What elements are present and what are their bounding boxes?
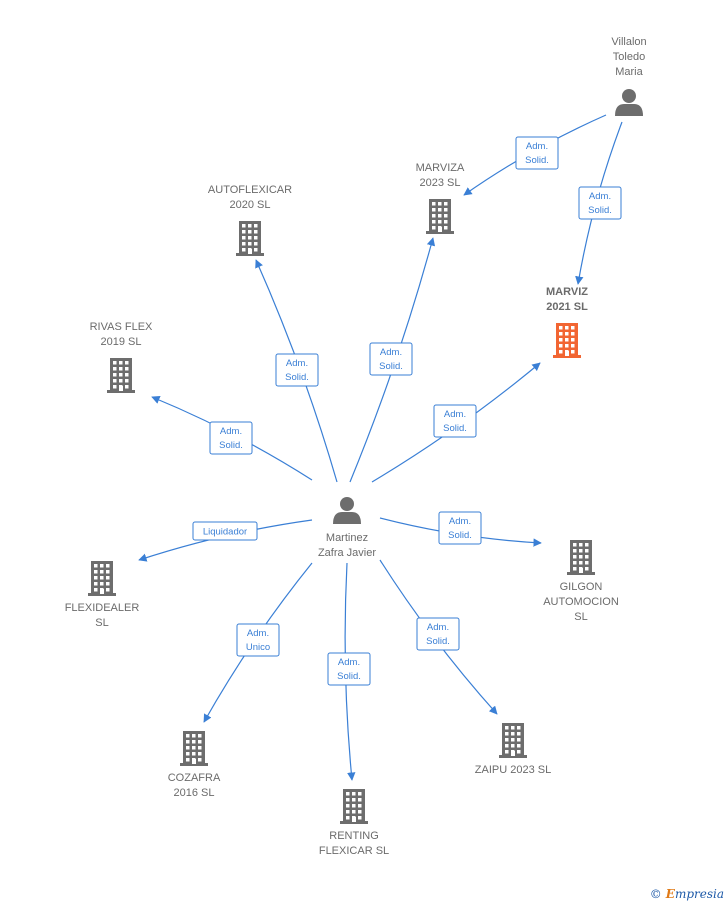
node-label-line: Zafra Javier [318,547,376,559]
node-cozafra[interactable]: COZAFRA 2016 SL [168,731,221,799]
building-icon [107,358,135,393]
edge-label-line: Adm. [444,409,466,420]
edge-martinez-marviza: Adm. Solid. [349,237,436,483]
node-label-line: 2023 SL [420,177,461,189]
edge-label-line: Adm. [338,657,360,668]
edge-label-box [192,521,258,541]
node-label-line: 2021 SL [546,301,588,313]
building-icon [426,199,454,234]
node-label-line: AUTOMOCION [543,596,619,608]
building-icon [236,221,264,256]
node-label-line: Martinez [326,532,368,544]
building-icon [180,731,208,766]
edge-label-line: Liquidador [203,527,247,538]
edge-label-box [275,353,319,387]
edge-martinez-gilgon: Adm. Solid. [379,511,542,547]
edge-label-line: Adm. [380,347,402,358]
edge-label-line: Solid. [285,372,309,383]
node-renting[interactable]: RENTING FLEXICAR SL [319,789,389,857]
edge-label-box [433,404,477,438]
edge-label-box [438,511,482,545]
edge-label-box [369,342,413,376]
edge-martinez-autoflexicar: Adm. Solid. [255,259,338,483]
node-marviz[interactable]: MARVIZ 2021 SL [546,286,588,358]
edge-label-line: Adm. [449,516,471,527]
edge-label-line: Solid. [379,361,403,372]
brand-initial: E [665,887,675,901]
edge-label-line: Solid. [426,636,450,647]
edge-label-line: Solid. [219,440,243,451]
edge-label-line: Adm. [589,191,611,202]
node-label-line: 2016 SL [174,787,215,799]
node-label-line: MARVIZA [416,162,465,174]
node-flexidealer[interactable]: FLEXIDEALER SL [65,561,140,629]
node-label-line: MARVIZ [546,286,588,298]
node-label-line: SL [574,611,587,623]
node-label-line: RIVAS FLEX [90,321,153,333]
person-icon [615,89,643,116]
node-marviza[interactable]: MARVIZA 2023 SL [416,162,465,234]
edge-label-line: Solid. [443,423,467,434]
node-label-line: FLEXICAR SL [319,845,389,857]
node-label-line: SL [95,617,108,629]
edge-label-box [416,617,460,651]
copyright-symbol: © [649,887,662,901]
node-label-line: Maria [615,66,643,78]
edge-label-box [578,186,622,220]
node-label-line: 2019 SL [101,336,142,348]
node-autoflexicar[interactable]: AUTOFLEXICAR 2020 SL [208,184,292,256]
node-label-line: Villalon [611,36,646,48]
edge-martinez-renting: Adm. Solid. [327,562,371,781]
edge-label-box [209,421,253,455]
edge-martinez-marviz: Adm. Solid. [371,362,541,483]
edge-label-line: Solid. [448,530,472,541]
node-label-line: Toledo [613,51,645,63]
edge-martinez-flexidealer: Liquidador [138,519,313,562]
building-icon [499,723,527,758]
building-icon [553,323,581,358]
edges-layer: Adm. Solid. Adm. Solid. Adm. Solid. Adm. Solid.… [138,114,623,781]
building-icon [567,540,595,575]
person-icon [333,497,361,524]
node-zaipu[interactable]: ZAIPU 2023 SL [475,723,551,776]
empresia-watermark: ©Empresia [650,887,724,901]
building-icon [340,789,368,824]
edge-label-line: Adm. [220,426,242,437]
node-label-line: ZAIPU 2023 SL [475,764,551,776]
edge-label-box [327,652,371,686]
building-icon [88,561,116,596]
edge-label-line: Solid. [337,671,361,682]
edge-label-line: Adm. [247,628,269,639]
edge-label-line: Solid. [525,155,549,166]
edge-label-box [515,136,559,170]
node-gilgon[interactable]: GILGON AUTOMOCION SL [543,540,619,623]
node-label-line: RENTING [329,830,379,842]
edge-villalon-marviza: Adm. Solid. [463,114,607,196]
node-label-line: COZAFRA [168,772,221,784]
edge-villalon-marviz: Adm. Solid. [575,121,623,285]
node-rivas[interactable]: RIVAS FLEX 2019 SL [90,321,153,393]
edge-label-line: Adm. [427,622,449,633]
edge-martinez-cozafra: Adm. Unico [203,562,313,723]
node-label-line: FLEXIDEALER [65,602,140,614]
node-label-line: AUTOFLEXICAR [208,184,292,196]
edge-martinez-rivas: Adm. Solid. [151,395,313,481]
edge-label-line: Solid. [588,205,612,216]
edge-martinez-zaipu: Adm. Solid. [379,559,498,715]
edge-label-box [236,623,280,657]
brand-rest: mpresia [674,887,724,901]
node-label-line: GILGON [560,581,603,593]
node-label-line: 2020 SL [230,199,271,211]
edge-label-line: Unico [246,642,270,653]
edge-label-line: Adm. [286,358,308,369]
edge-label-line: Adm. [526,141,548,152]
